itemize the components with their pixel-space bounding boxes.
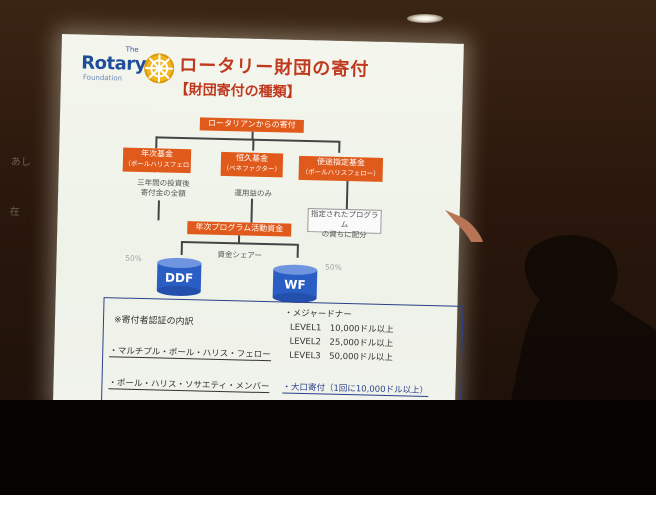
recognition-title: ※寄付者認証の内訳 bbox=[113, 315, 194, 328]
pointing-hand bbox=[445, 210, 483, 242]
annual-fund-box: 年次基金 （ポールハリスフェロー） bbox=[122, 147, 192, 180]
arrow-annual-down bbox=[157, 200, 160, 221]
item-society: ・ポール・ハリス・ソサエティ・メンバー bbox=[108, 376, 270, 394]
slide-subtitle: 【財団寄付の種類】 bbox=[174, 81, 301, 101]
split-stem bbox=[237, 235, 241, 244]
pct-right: 50% bbox=[324, 262, 342, 272]
arrow-ddf bbox=[180, 240, 183, 256]
endowment-box: 恒久基金 （ベネファクター） bbox=[220, 151, 284, 178]
rotary-wheel-icon bbox=[144, 53, 175, 84]
share-label: 資金シェアー bbox=[217, 249, 263, 260]
database-icon bbox=[156, 257, 202, 296]
wf-label: WF bbox=[284, 277, 306, 293]
note-designated-1: 指定されたプログラム bbox=[310, 209, 379, 230]
logo-rotary: Rotary bbox=[81, 52, 147, 76]
note-designated-2: の資ちに配分 bbox=[321, 229, 367, 240]
restricted-sub: （ポールハリスフェロー） bbox=[301, 167, 380, 178]
arrow-wf bbox=[296, 243, 299, 258]
arrow-right bbox=[338, 140, 341, 153]
ceiling-light bbox=[407, 14, 443, 23]
source-box: ロータリアンからの寄付 bbox=[199, 117, 304, 133]
recognition-panel: ※寄付者認証の内訳 ・マルチプル・ポール・ハリス・フェロー ・ポール・ハリス・ソ… bbox=[100, 297, 464, 413]
projected-slide: あし 在 The Rotary Foundation ロータリー財団の寄付 【財… bbox=[9, 34, 464, 416]
photo-border bbox=[0, 495, 656, 505]
connector-line bbox=[155, 136, 340, 143]
ghost-text: あし bbox=[10, 156, 31, 169]
wf-cylinder: WF bbox=[271, 263, 318, 304]
note-three-years-2: 寄付金の全額 bbox=[140, 187, 186, 199]
large-gift: ・大口寄付（1回に10,000ドル以上） bbox=[282, 380, 429, 398]
note-designated: 指定されたプログラム の資ちに配分 bbox=[307, 208, 382, 240]
item-multiple: ・マルチプル・ポール・ハリス・フェロー bbox=[109, 344, 271, 362]
pct-left: 50% bbox=[125, 253, 142, 264]
ddf-label: DDF bbox=[164, 270, 194, 286]
logo-foundation: Foundation bbox=[82, 73, 123, 83]
level-3: LEVEL3 50,000ドル以上 bbox=[289, 350, 393, 364]
arrow-middle bbox=[252, 138, 255, 151]
note-interest: 運用益のみ bbox=[234, 188, 273, 199]
arrow-left bbox=[155, 136, 158, 149]
level-1: LEVEL1 10,000ドル以上 bbox=[289, 322, 394, 336]
ghost-text: 在 bbox=[9, 206, 20, 219]
major-donor: ・メジャードナー bbox=[284, 308, 352, 321]
arrow-to-designated bbox=[345, 180, 349, 210]
restricted-fund-box: 使途指定基金 （ポールハリスフェロー） bbox=[298, 155, 384, 182]
floor-dark bbox=[0, 400, 656, 505]
level-2: LEVEL2 25,000ドル以上 bbox=[289, 336, 394, 350]
program-funds-box: 年次プログラム活動資金 bbox=[187, 221, 292, 237]
endowment-sub: （ベネファクター） bbox=[222, 163, 281, 174]
slide-title: ロータリー財団の寄付 bbox=[179, 54, 370, 81]
arrow-interest-down bbox=[250, 198, 254, 223]
presenter-silhouette bbox=[510, 235, 656, 405]
note-three-years: 三年間の投資後 寄付金の全額 bbox=[128, 178, 198, 200]
database-icon bbox=[272, 264, 318, 303]
ddf-cylinder: DDF bbox=[156, 256, 203, 297]
